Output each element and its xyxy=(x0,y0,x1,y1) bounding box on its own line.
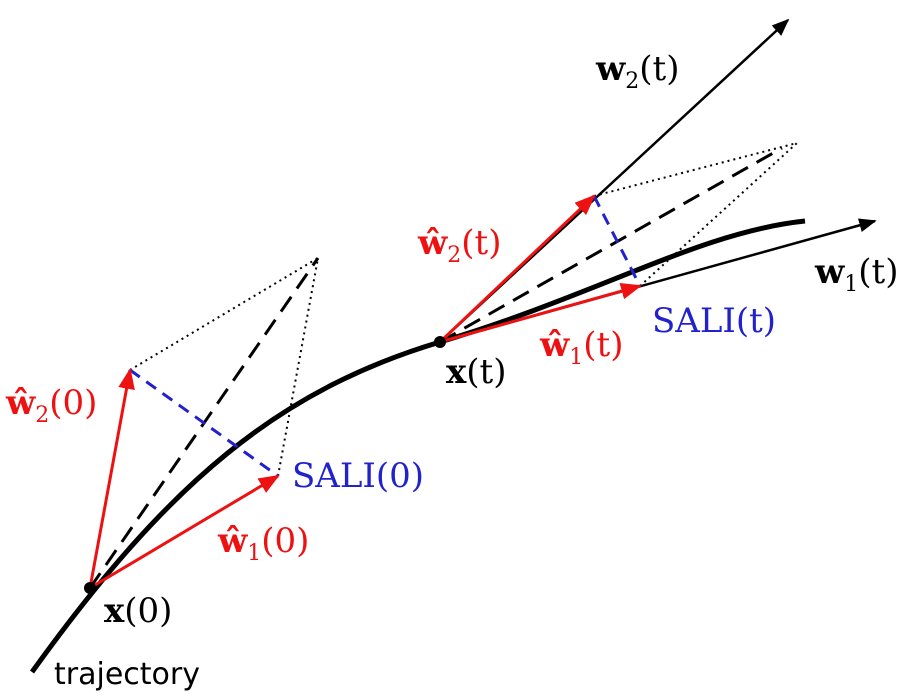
w2hatt-vector xyxy=(438,194,596,344)
w1hat0-vector xyxy=(89,474,280,590)
label-w2t: w2(t) xyxy=(595,49,679,94)
label-w2hatt: ŵ2(t) xyxy=(417,223,501,268)
dotted-guide-0b xyxy=(277,257,319,477)
label-w1hatt: ŵ1(t) xyxy=(539,325,623,370)
label-salit: SALI(t) xyxy=(652,301,776,341)
dotted-guide-0a xyxy=(129,257,319,371)
sali-segment-t xyxy=(592,195,642,287)
w1hatt-vector xyxy=(439,283,643,344)
label-w1hat0: ŵ1(0) xyxy=(217,521,309,566)
label-sali0: SALI(0) xyxy=(292,456,424,496)
sali-segment-0 xyxy=(129,368,279,478)
dotted-guide-ta xyxy=(593,142,798,197)
label-w1t: w1(t) xyxy=(814,252,898,297)
label-trajectory: trajectory xyxy=(54,657,200,692)
point-xt xyxy=(434,336,446,348)
label-xt: x(t) xyxy=(446,352,506,392)
label-x0: x(0) xyxy=(104,591,172,631)
sum-diagonal-t xyxy=(439,146,783,344)
label-w2hat0: ŵ2(0) xyxy=(5,383,97,428)
trajectory-curve xyxy=(29,218,806,674)
point-x0 xyxy=(84,582,96,594)
w2hat0-vector xyxy=(88,367,135,589)
